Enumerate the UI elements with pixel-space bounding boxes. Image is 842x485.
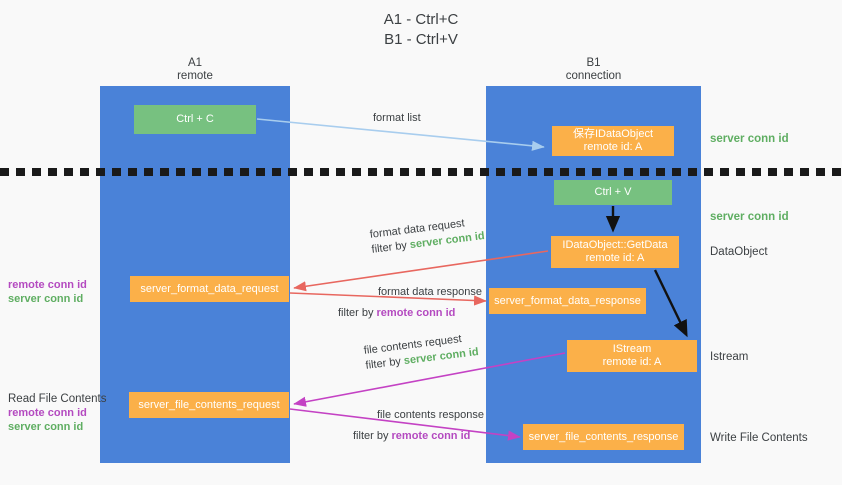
edge-label-file-contents-response-filter: filter by remote conn id: [353, 429, 484, 444]
edge-label-file-contents-response: file contents response filter by remote …: [353, 408, 484, 444]
label-read-file-contents: Read File Contents: [8, 393, 107, 405]
node-server-format-data-request[interactable]: server_format_data_request: [130, 276, 289, 302]
node-server-file-contents-request[interactable]: server_file_contents_request: [129, 392, 289, 418]
edge-label-format-data-request: format data request filter by server con…: [369, 214, 486, 258]
label-server-conn-id-top: server conn id: [710, 133, 789, 145]
filter-prefix: filter by: [353, 430, 392, 442]
node-save-idataobject[interactable]: 保存IDataObject remote id: A: [552, 126, 674, 156]
label-server-conn-id-left-2: server conn id: [8, 421, 84, 433]
node-server-format-data-response[interactable]: server_format_data_response: [489, 288, 646, 314]
filter-prefix: filter by: [370, 239, 411, 256]
label-remote-conn-id-2: remote conn id: [8, 407, 87, 419]
filter-prefix: filter by: [364, 355, 405, 372]
label-server-conn-id-left-1: server conn id: [8, 293, 84, 305]
edge-label-file-contents-request: file contents request filter by server c…: [363, 330, 480, 374]
column-header-b1: B1 connection: [565, 57, 622, 82]
label-istream: Istream: [710, 351, 749, 363]
column-header-a1: A1 remote: [177, 57, 213, 82]
label-remote-conn-id-1: remote conn id: [8, 279, 87, 291]
filter-key-remote-conn-id: remote conn id: [391, 430, 471, 442]
edge-label-format-data-response-filter: filter by remote conn id: [338, 306, 482, 321]
label-group-read-file-contents: Read File Contents remote conn id server…: [8, 392, 106, 434]
page-title: A1 - Ctrl+C B1 - Ctrl+V: [383, 11, 459, 48]
node-ctrl-c[interactable]: Ctrl + C: [134, 105, 256, 134]
edge-label-file-contents-response-title: file contents response: [377, 409, 485, 421]
node-server-file-contents-response[interactable]: server_file_contents_response: [523, 424, 684, 450]
filter-prefix: filter by: [338, 307, 377, 319]
node-ctrl-v[interactable]: Ctrl + V: [554, 180, 672, 205]
label-group-format-data-filters: remote conn id server conn id: [8, 278, 87, 306]
edge-label-format-list: format list: [373, 112, 421, 124]
boundary-dashed-line: [0, 168, 842, 176]
label-dataobject: DataObject: [710, 246, 768, 258]
label-write-file-contents: Write File Contents: [710, 432, 808, 444]
filter-key-remote-conn-id: remote conn id: [376, 307, 456, 319]
node-istream[interactable]: IStream remote id: A: [567, 340, 697, 372]
edge-label-format-data-response: format data response filter by remote co…: [338, 285, 482, 321]
edge-label-format-data-response-title: format data response: [378, 286, 482, 298]
label-server-conn-id-mid: server conn id: [710, 211, 789, 223]
node-idataobject-getdata[interactable]: IDataObject::GetData remote id: A: [551, 236, 679, 268]
